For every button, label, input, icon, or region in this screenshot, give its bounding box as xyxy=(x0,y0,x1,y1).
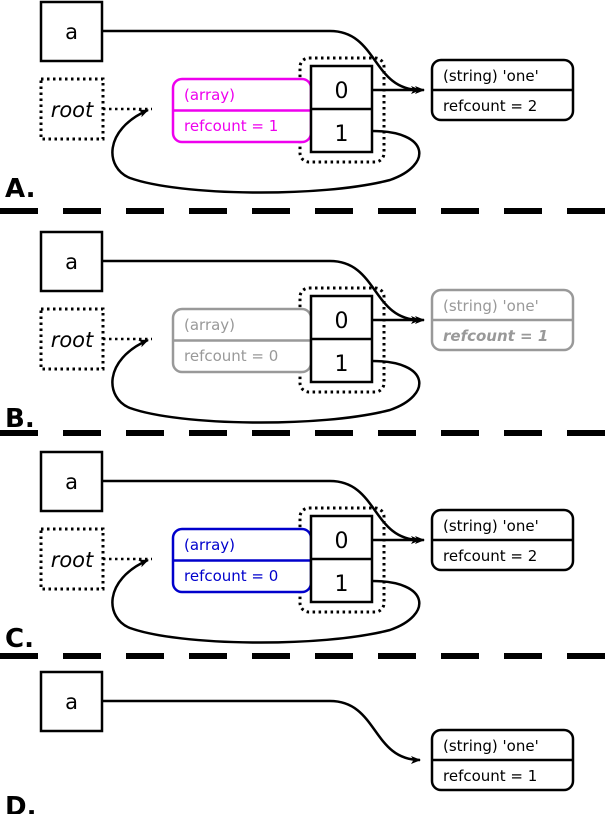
array-index-cells: 0 1 xyxy=(309,294,374,384)
array-refcount-label: refcount = 0 xyxy=(184,567,278,585)
array-box: (array) refcount = 0 xyxy=(171,527,313,594)
array-box: (array) refcount = 0 xyxy=(171,307,313,374)
root-label: root xyxy=(51,328,94,352)
array-cell-0: 0 xyxy=(335,529,349,554)
variable-box-a: a xyxy=(39,450,104,513)
string-box: (string) 'one' refcount = 1 xyxy=(430,728,575,792)
root-box: root xyxy=(39,307,105,371)
panel-letter-a: A. xyxy=(5,174,35,204)
root-box: root xyxy=(39,77,105,141)
string-refcount-label: refcount = 2 xyxy=(443,547,537,565)
root-box: root xyxy=(39,527,105,591)
variable-label: a xyxy=(65,470,78,494)
string-box: (string) 'one' refcount = 1 xyxy=(430,288,575,352)
variable-box-a: a xyxy=(39,230,104,293)
cycle-arrow xyxy=(111,338,421,424)
panel-b: a root (array) refcount = 0 0 1 xyxy=(5,230,575,434)
array-index-cells: 0 1 xyxy=(309,64,374,154)
variable-label: a xyxy=(65,690,78,714)
string-refcount-label: refcount = 1 xyxy=(443,767,537,785)
cycle-arrow xyxy=(111,558,421,644)
array-type-label: (array) xyxy=(184,316,235,334)
string-type-label: (string) 'one' xyxy=(443,67,539,85)
string-refcount-label: refcount = 1 xyxy=(443,327,548,345)
panel-letter-b: B. xyxy=(5,404,35,434)
root-label: root xyxy=(51,548,94,572)
panel-d: a (string) 'one' refcount = 1 D. xyxy=(5,670,575,814)
string-type-label: (string) 'one' xyxy=(443,297,539,315)
panel-c: a root (array) refcount = 0 0 1 xyxy=(5,450,575,654)
array-refcount-label: refcount = 1 xyxy=(184,117,278,135)
variable-label: a xyxy=(65,20,78,44)
array-box: (array) refcount = 1 xyxy=(171,77,313,144)
variable-box-a: a xyxy=(39,0,104,63)
variable-label: a xyxy=(65,250,78,274)
panel-a: a root (array) refcount = 1 xyxy=(5,0,575,204)
array-cell-1: 1 xyxy=(335,572,349,597)
panel-letter-d: D. xyxy=(5,792,36,814)
array-type-label: (array) xyxy=(184,536,235,554)
variable-to-string-arrow xyxy=(102,479,421,544)
string-box: (string) 'one' refcount = 2 xyxy=(430,508,575,572)
array-cell-0: 0 xyxy=(335,79,349,104)
variable-to-string-arrow xyxy=(102,29,421,94)
array-cell-0: 0 xyxy=(335,309,349,334)
panel-letter-c: C. xyxy=(5,624,34,654)
array-index-cells: 0 1 xyxy=(309,514,374,604)
string-box: (string) 'one' refcount = 2 xyxy=(430,58,575,122)
array-refcount-label: refcount = 0 xyxy=(184,347,278,365)
array-cell-1: 1 xyxy=(335,352,349,377)
variable-to-string-arrow xyxy=(102,699,421,764)
string-refcount-label: refcount = 2 xyxy=(443,97,537,115)
root-label: root xyxy=(51,98,94,122)
variable-box-a: a xyxy=(39,670,104,733)
variable-to-string-arrow xyxy=(102,259,421,324)
array-cell-1: 1 xyxy=(335,122,349,147)
array-type-label: (array) xyxy=(184,86,235,104)
string-type-label: (string) 'one' xyxy=(443,737,539,755)
string-type-label: (string) 'one' xyxy=(443,517,539,535)
cycle-arrow xyxy=(111,108,421,194)
